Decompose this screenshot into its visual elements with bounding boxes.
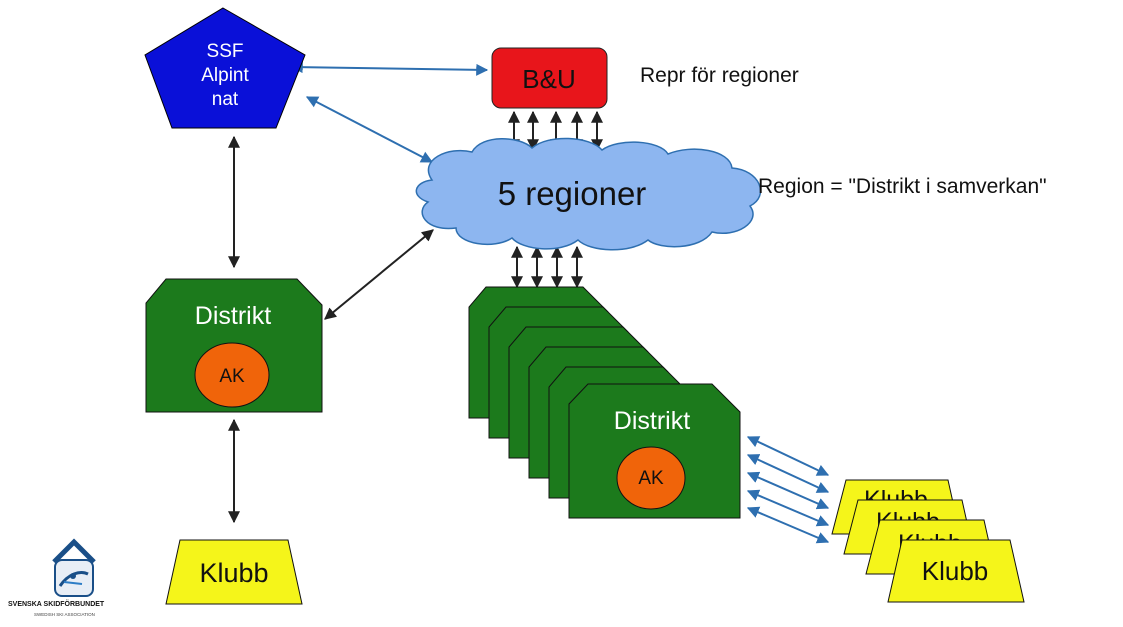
district-left-node: Distrikt AK <box>145 278 323 413</box>
arrows-districts-klubbar <box>746 436 830 544</box>
arrows-bu-regions <box>508 110 603 152</box>
regions-label: 5 regioner <box>498 175 647 212</box>
bu-label: B&U <box>522 64 575 94</box>
bu-note: Repr för regioner <box>640 64 799 87</box>
ak-stack-circle <box>616 446 686 510</box>
region-note: Region = "Distrikt i samverkan" <box>758 175 1047 198</box>
bu-node: B&U <box>491 47 608 109</box>
arrow-ssf-regions <box>305 96 434 163</box>
ski-federation-logo-icon: SVENSKA SKIDFÖRBUNDET SWEDISH SKI ASSOCI… <box>8 538 105 617</box>
district-stack-front: Distrikt AK <box>568 383 741 519</box>
logo-text: SVENSKA SKIDFÖRBUNDET <box>8 599 105 608</box>
klubb-stack-front: Klubb <box>887 539 1025 603</box>
logo: SVENSKA SKIDFÖRBUNDET SWEDISH SKI ASSOCI… <box>6 536 156 622</box>
district-stack-label: Distrikt <box>614 407 690 435</box>
arrows-regions-districts <box>511 245 583 289</box>
ak-left-circle <box>194 342 270 408</box>
arrow-district-regions <box>324 229 434 320</box>
ak-stack-label: AK <box>638 468 664 489</box>
ssf-alpint-node: SSF Alpint nat <box>144 7 306 129</box>
klubb-left-label: Klubb <box>199 558 268 588</box>
ssf-line1: SSF <box>207 41 244 62</box>
ssf-line3: nat <box>212 89 239 110</box>
regions-cloud: 5 regioner <box>415 137 762 251</box>
ssf-line2: Alpint <box>201 65 249 86</box>
klubb-left-node: Klubb <box>165 539 303 605</box>
ak-left-label: AK <box>219 366 245 387</box>
klubb-stack-label: Klubb <box>922 556 989 586</box>
arrow-ssf-bu <box>290 61 489 76</box>
district-left-label: Distrikt <box>195 302 271 330</box>
logo-subtext: SWEDISH SKI ASSOCIATION <box>34 612 95 617</box>
